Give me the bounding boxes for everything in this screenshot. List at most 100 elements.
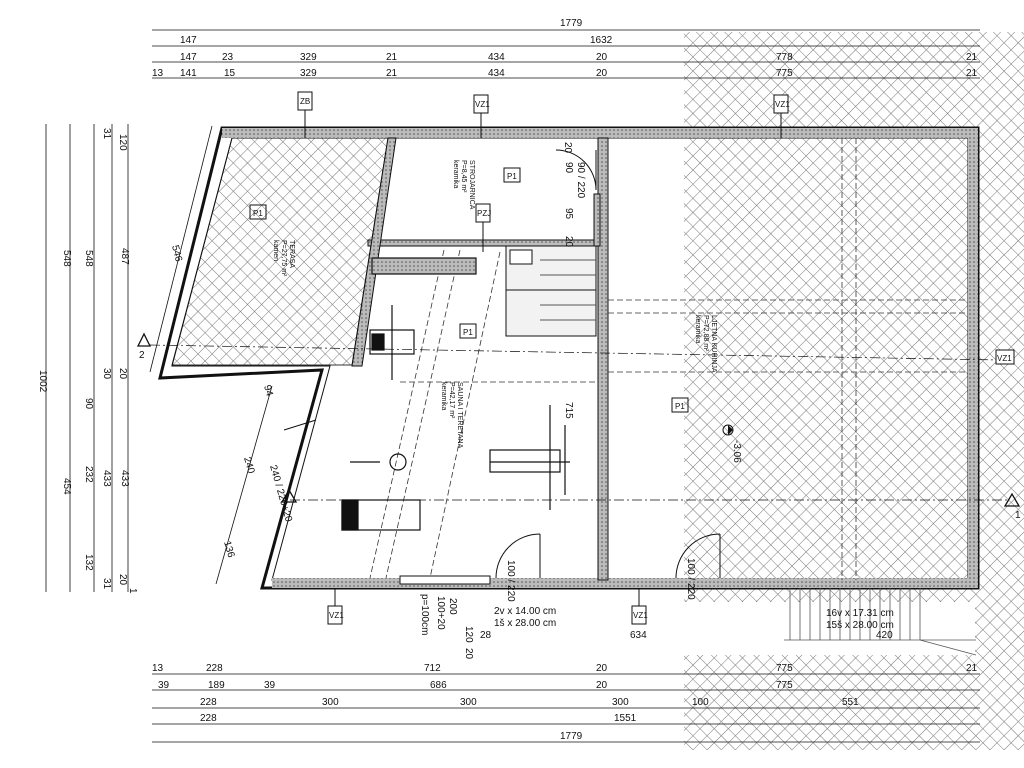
bottom-dim-r2-2: 39	[264, 680, 276, 691]
diag-dim-seg2: 240	[241, 456, 256, 475]
stairs-left-line1: 2v x 14.00 cm	[494, 606, 556, 617]
kitchen-area: P=72,88 m²	[702, 315, 709, 352]
left-dim-r3b-3: 433	[101, 470, 112, 487]
section-mark-1: 1	[1015, 510, 1021, 521]
diag-dim-door: 240 / 220+20	[267, 464, 294, 524]
section-mark-2: 2	[139, 350, 145, 361]
diag-dim-seg1: 94	[261, 384, 275, 398]
left-dim-total: 1002	[37, 370, 48, 393]
top-dim-r4-6: 20	[596, 68, 608, 79]
kitchen-code: P1	[675, 402, 685, 411]
bottom-dim-r1-2: 712	[424, 663, 441, 674]
left-dim-r5-6: 1	[127, 588, 138, 594]
tag-vz1-bottom-left: VZ1	[329, 611, 344, 620]
bottom-dimension-lines	[152, 673, 980, 743]
sauna-finish: keramika	[440, 382, 447, 411]
kitchen-name: LJETNA KUHINJA	[710, 315, 717, 373]
int-dim-d13: 28	[480, 630, 492, 641]
top-dim-r4-4: 21	[386, 68, 398, 79]
left-dimension-lines	[45, 124, 129, 592]
left-dim-r2-1: 454	[61, 478, 72, 495]
storage-finish: keramika	[452, 160, 459, 189]
top-dim-total: 1779	[560, 18, 583, 29]
int-dim-d16: 20	[463, 648, 474, 660]
bottom-dim-r2-4: 20	[596, 680, 608, 691]
top-dim-r2-1: 1632	[590, 35, 613, 46]
terrace-code: P1	[253, 209, 263, 218]
int-dim-d8: 100 / 220	[685, 558, 696, 600]
top-dim-r3-0: 147	[180, 52, 197, 63]
left-dim-r3-1: 90	[83, 398, 94, 410]
kitchen-dashed-grid	[369, 138, 968, 580]
bottom-dim-r3-0: 228	[200, 697, 217, 708]
bottom-dim-r3-5: 551	[842, 697, 859, 708]
bottom-dim-r3-4: 100	[692, 697, 709, 708]
terrace-name: TERASA	[288, 240, 295, 268]
diag-dim-seg3: 136	[221, 540, 236, 559]
left-dim-r5-3: 20	[117, 368, 128, 380]
door-swings	[283, 149, 721, 585]
bottom-dim-total: 1779	[560, 731, 583, 742]
bottom-dim-r2-5: 775	[776, 680, 793, 691]
sauna-area: P=42,17 m²	[448, 382, 455, 419]
int-dim-d4: 95	[563, 208, 574, 220]
left-dim-r5-1: 31	[101, 128, 112, 140]
tag-vz1-top-right: VZ1	[775, 100, 790, 109]
bottom-dim-r1-0: 13	[152, 663, 164, 674]
tag-pzj: PZJ	[477, 209, 491, 218]
bottom-dim-r1-5: 21	[966, 663, 978, 674]
tag-vz1-right: VZ1	[997, 354, 1012, 363]
top-dim-r4-5: 434	[488, 68, 505, 79]
bottom-dim-r2-3: 686	[430, 680, 447, 691]
sauna-name: SAUNA I TERETANA	[456, 382, 463, 449]
sauna-code: P1	[463, 328, 473, 337]
bottom-dim-r3-3: 300	[612, 697, 629, 708]
top-dim-r4-1: 141	[180, 68, 197, 79]
outer-walls	[158, 126, 980, 590]
left-dim-r5-2: 30	[101, 368, 112, 380]
int-dim-d14: 634	[630, 630, 647, 641]
int-dim-d10: 100+20	[435, 596, 446, 630]
top-dim-r3-6: 778	[776, 52, 793, 63]
top-dim-r3-4: 434	[488, 52, 505, 63]
int-dim-d11: p=100cm	[419, 594, 430, 635]
int-dim-d9: 200	[447, 598, 458, 615]
left-dim-r3-2: 232	[83, 466, 94, 483]
top-dim-r3-1: 23	[222, 52, 234, 63]
int-dim-d7: 100 / 220	[505, 560, 516, 602]
int-dim-d1: 20	[562, 142, 573, 154]
room-code-boxes	[249, 167, 689, 413]
level-value: -3.06	[731, 440, 742, 463]
wall-type-tags	[297, 91, 1015, 625]
terrace-area	[171, 137, 389, 366]
left-dim-r5-4: 31	[101, 578, 112, 590]
left-dim-r4-1: 433	[119, 470, 130, 487]
terrace-area: P=27,75 m²	[280, 240, 287, 277]
bottom-dim-r2-0: 39	[158, 680, 170, 691]
left-dim-r5-5: 20	[117, 574, 128, 586]
section-marker-2	[136, 332, 152, 347]
int-dim-d2: 90	[563, 162, 574, 174]
bottom-dim-r1-4: 775	[776, 663, 793, 674]
top-dim-r4-0: 13	[152, 68, 164, 79]
stairs	[784, 588, 977, 656]
left-dim-r4-0: 487	[119, 248, 130, 265]
top-dim-r4-2: 15	[224, 68, 236, 79]
top-dim-r3-7: 21	[966, 52, 978, 63]
storage-name: STROJARNICA	[468, 160, 475, 210]
top-dim-r2-0: 147	[180, 35, 197, 46]
top-dim-r3-5: 20	[596, 52, 608, 63]
int-dim-d12: 120	[463, 626, 474, 643]
storage-area: P=8,45 m²	[460, 160, 467, 193]
bottom-dim-r4-0: 228	[200, 713, 217, 724]
left-dim-r3-3: 132	[83, 554, 94, 571]
storage-code: P1	[507, 172, 517, 181]
stairs-left-line2: 1š x 28.00 cm	[494, 618, 556, 629]
top-dimension-lines	[152, 29, 980, 79]
tag-zb: ZB	[300, 97, 310, 106]
int-dim-d6: 715	[563, 402, 574, 419]
left-dim-r3-0: 548	[83, 250, 94, 267]
int-dim-d5: 20	[563, 236, 574, 248]
tag-vz1-bottom-mid: VZ1	[633, 611, 648, 620]
